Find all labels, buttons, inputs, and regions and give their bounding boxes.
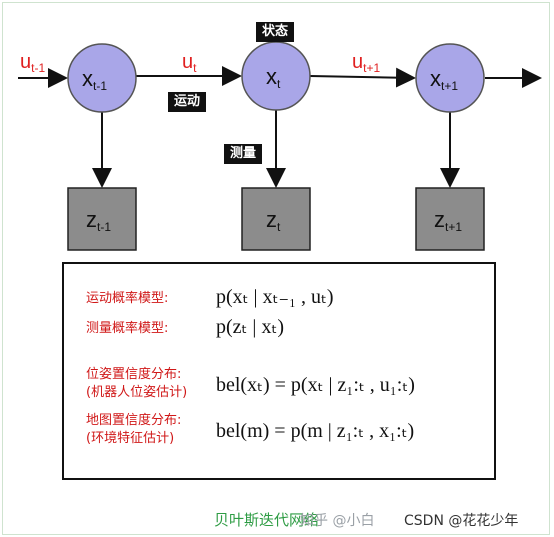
formula-row-pose: 位姿置信度分布: (机器人位姿估计) bel(xₜ) = p(xₜ | z₁:ₜ…	[86, 366, 415, 402]
formula-row-motion: 运动概率模型: p(xₜ | xₜ₋₁ , uₜ)	[86, 284, 334, 309]
observation-label-1: zt-1	[86, 207, 111, 234]
formula-label-group: 地图置信度分布: (环境特征估计)	[86, 412, 216, 448]
observation-label-3: zt+1	[434, 207, 462, 234]
state-label-2: xt	[266, 64, 281, 91]
formula-label-line2: (机器人位姿估计)	[86, 385, 188, 400]
state-label-1: xt-1	[82, 66, 107, 93]
observation-label-2: zt	[266, 207, 281, 234]
formula-expression: bel(m) = p(m | z₁:ₜ , x₁:ₜ)	[216, 419, 415, 442]
watermark: CSDN @花花少年	[404, 513, 519, 529]
formula-panel: 运动概率模型: p(xₜ | xₜ₋₁ , uₜ) 测量概率模型: p(zₜ |…	[62, 262, 496, 480]
control-label-1: ut-1	[20, 51, 45, 75]
formula-label-line2: (环境特征估计)	[86, 431, 175, 446]
control-label-2: ut	[182, 51, 197, 75]
observation-box-2	[241, 187, 311, 251]
control-label-3: ut+1	[352, 51, 380, 75]
figure-caption: 贝叶斯迭代网络	[214, 511, 320, 529]
state-node-2	[241, 41, 311, 111]
formula-row-map: 地图置信度分布: (环境特征估计) bel(m) = p(m | z₁:ₜ , …	[86, 412, 414, 448]
control-arrow-3	[309, 67, 416, 88]
formula-expression: p(zₜ | xₜ)	[216, 316, 284, 338]
observation-box-1	[67, 187, 137, 251]
state-node-1	[67, 43, 137, 113]
state-node-3	[415, 43, 485, 113]
observation-box-3	[415, 187, 485, 251]
formula-label-group: 位姿置信度分布: (机器人位姿估计)	[86, 366, 216, 402]
formula-expression: p(xₜ | xₜ₋₁ , uₜ)	[216, 286, 334, 308]
measure-tag: 测量	[224, 144, 263, 164]
watermark-faded: 知乎 @小白	[300, 513, 375, 529]
state-label-3: xt+1	[430, 66, 458, 93]
formula-label-line1: 地图置信度分布:	[86, 413, 182, 428]
motion-tag: 运动	[168, 92, 207, 112]
state-tag: 状态	[256, 22, 295, 42]
formula-label: 运动概率模型:	[86, 291, 169, 306]
formula-expression: bel(xₜ) = p(xₜ | z₁:ₜ , u₁:ₜ)	[216, 373, 415, 396]
formula-row-measure: 测量概率模型: p(zₜ | xₜ)	[86, 314, 284, 339]
formula-label: 测量概率模型:	[86, 321, 169, 336]
formula-label-line1: 位姿置信度分布:	[86, 367, 182, 382]
